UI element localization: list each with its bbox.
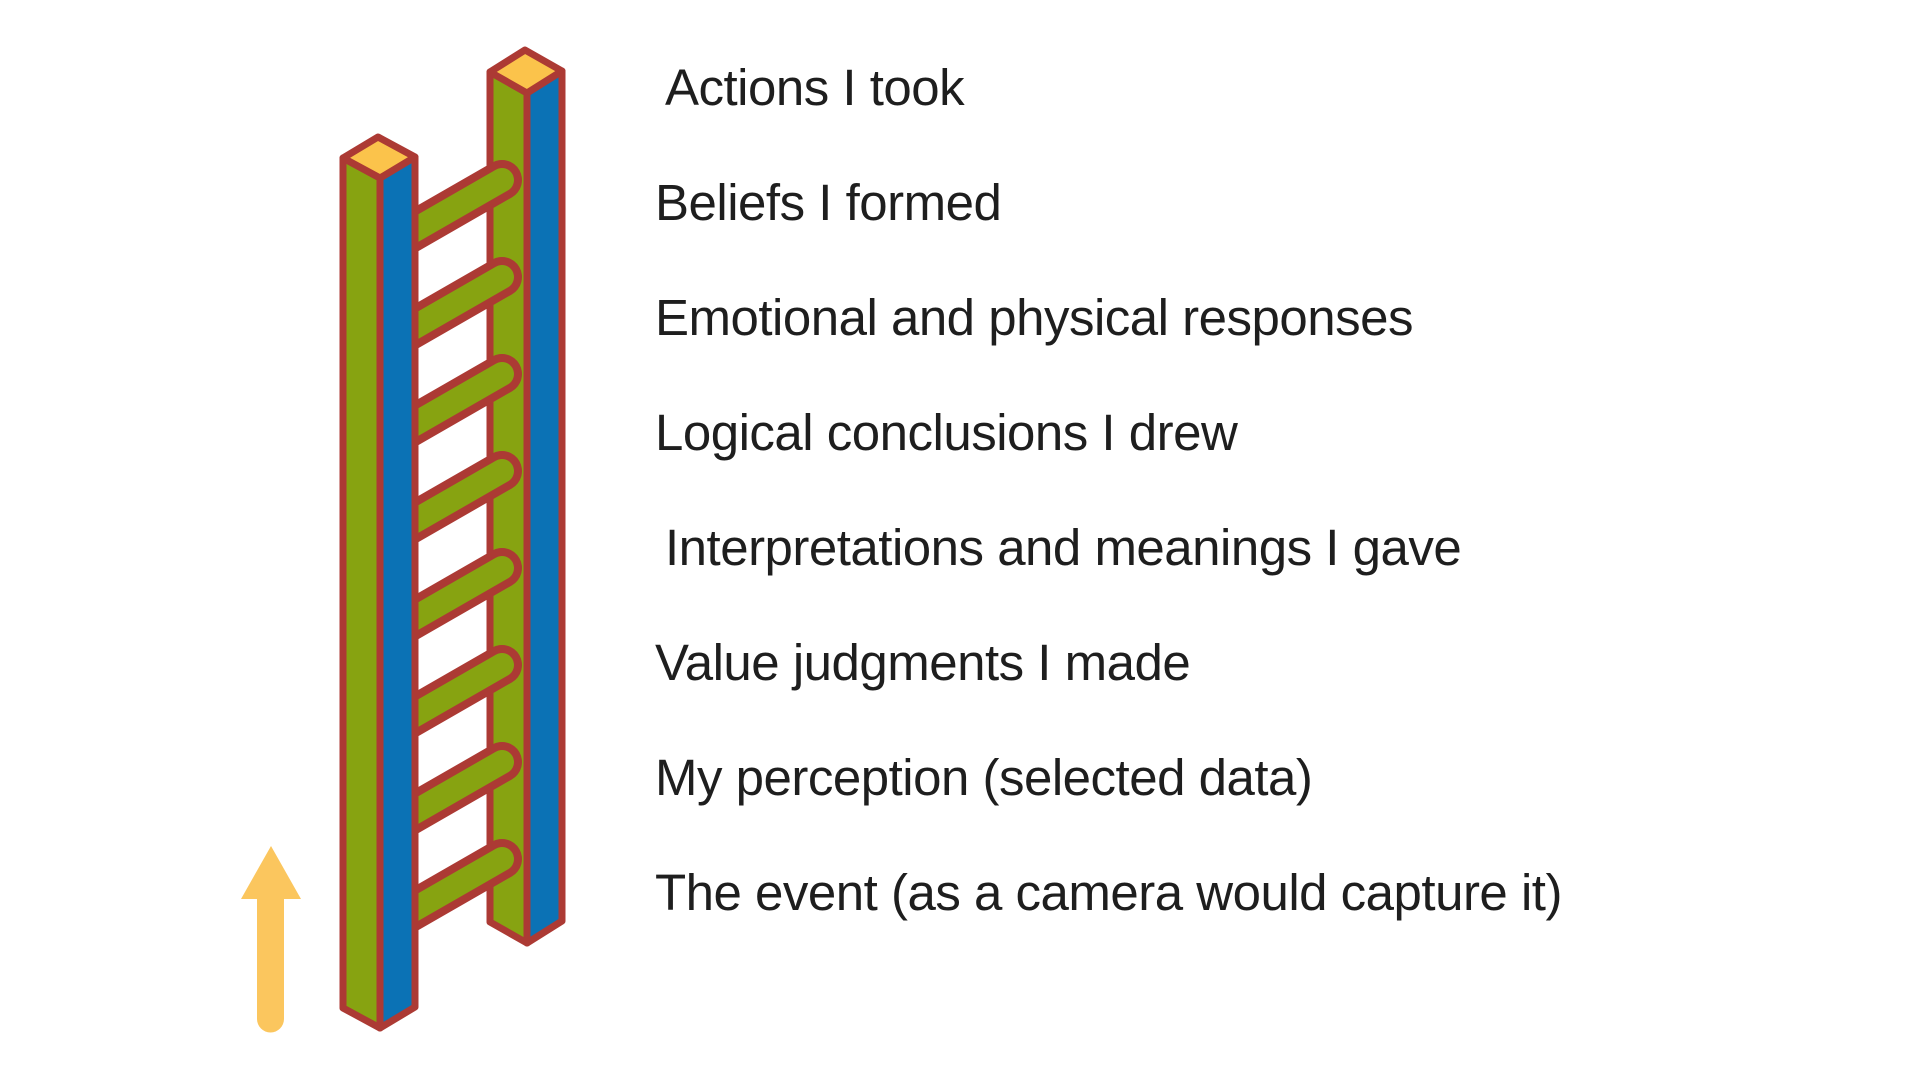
step-label-conclusions: Logical conclusions I drew [655, 404, 1238, 461]
left-rail-side-face [376, 153, 419, 1032]
step-label-beliefs: Beliefs I formed [655, 174, 1002, 231]
ladder-rung [388, 645, 522, 739]
ladder-rungs [388, 160, 522, 933]
ladder-step-labels: Actions I took Beliefs I formed Emotiona… [655, 30, 1562, 950]
step-label-responses: Emotional and physical responses [655, 289, 1413, 346]
ladder-rung [388, 742, 522, 836]
step-label-judgments: Value judgments I made [655, 634, 1191, 691]
step-label-interpretations: Interpretations and meanings I gave [665, 519, 1462, 576]
step-label-actions: Actions I took [665, 59, 965, 116]
ladder-rung [388, 451, 522, 545]
ladder-rung [388, 548, 522, 642]
step-label-perception: My perception (selected data) [655, 749, 1313, 806]
left-rail [339, 133, 419, 1032]
step-label-event: The event (as a camera would capture it) [655, 864, 1562, 921]
right-rail-top-face [486, 46, 566, 97]
left-rail-top-face [339, 133, 419, 182]
ladder-rung [388, 160, 522, 254]
ladder-rung [388, 839, 522, 933]
up-arrow-icon [241, 846, 301, 1033]
ladder-rung [388, 354, 522, 448]
right-rail-side-face [523, 67, 566, 947]
ladder-rung [388, 257, 522, 351]
left-rail-front-face [339, 154, 384, 1032]
